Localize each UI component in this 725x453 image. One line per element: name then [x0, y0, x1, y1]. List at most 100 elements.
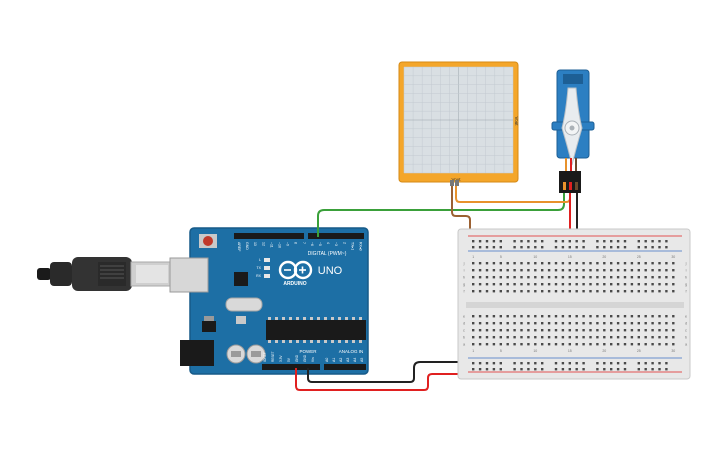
crystal [225, 297, 263, 312]
power-pin-label: GND [303, 354, 307, 362]
digital-header-left [234, 233, 304, 239]
power-pin-label: IOREF [263, 352, 267, 362]
analog-pin-label: A4 [353, 358, 357, 362]
column-number: 20 [602, 349, 606, 353]
row-letter: b [463, 336, 465, 340]
reset-button[interactable] [199, 234, 217, 248]
digital-pin-label: TX▸1 [350, 242, 354, 250]
row-letter: j [463, 262, 465, 266]
atmega-chip [266, 320, 366, 340]
row-letter: e [685, 315, 687, 319]
digital-pin-label: AREF [237, 242, 241, 251]
power-pin-label: 3.3V [279, 355, 283, 362]
board-brand: ARDUINO [283, 281, 306, 287]
row-letter: a [685, 343, 688, 347]
digital-pin-label: ~11 [269, 242, 273, 248]
row-letter: g [463, 283, 465, 287]
usb-chip [234, 272, 248, 286]
sensor-bottom-label: Vout [451, 177, 461, 182]
digital-pin-label: ~5 [318, 242, 322, 246]
row-letter: e [463, 315, 465, 319]
wire-green[interactable] [317, 182, 565, 237]
column-number: 15 [568, 255, 572, 259]
analog-pin-label: A2 [339, 358, 343, 362]
column-number: 15 [568, 349, 572, 353]
digital-pin-label: 2 [342, 242, 346, 244]
digital-pin-label: ~6 [310, 242, 314, 246]
wire-red-5v[interactable] [295, 368, 470, 391]
analog-pin-label: A5 [360, 358, 364, 362]
digital-pin-label: 7 [302, 242, 306, 244]
arduino-logo [278, 260, 313, 280]
column-number: 30 [671, 349, 675, 353]
analog-header [324, 364, 366, 370]
led-label: TX [257, 266, 262, 270]
power-pin-label: 5V [287, 357, 291, 362]
row-letter: a [463, 343, 466, 347]
column-number: 25 [637, 349, 641, 353]
row-letter: f [463, 290, 465, 294]
row-letter: b [685, 336, 687, 340]
digital-pin-label: 12 [261, 242, 265, 246]
capacitors [226, 344, 266, 364]
column-number: 1 [472, 255, 474, 259]
led-label: L [259, 258, 261, 262]
row-letter: c [463, 329, 465, 333]
analog-pin-label: A0 [325, 358, 329, 362]
usb-port [169, 257, 209, 293]
column-number: 1 [472, 349, 474, 353]
led-label: RX [256, 274, 262, 278]
power-pin-label: Vin [311, 357, 315, 362]
row-letter: d [463, 322, 465, 326]
digital-header-right [308, 233, 364, 239]
usb-cable[interactable] [37, 257, 174, 291]
column-number: 10 [533, 349, 537, 353]
row-letter: c [685, 329, 687, 333]
digital-header-label: DIGITAL (PWM~) [308, 251, 347, 257]
column-number: 5 [500, 349, 502, 353]
led-l [264, 258, 270, 262]
column-number: 30 [671, 255, 675, 259]
sensor-panel[interactable]: Vout Vout [398, 61, 519, 186]
digital-pin-label: 8 [294, 242, 298, 244]
capacitor-small [236, 316, 246, 324]
row-letter: i [464, 269, 465, 273]
breadboard-holes [472, 240, 675, 371]
sensor-side-label: Vout [514, 116, 519, 126]
digital-pin-label: ~3 [334, 242, 338, 246]
digital-pin-label: 4 [326, 242, 330, 244]
wire-brown[interactable] [451, 184, 471, 240]
row-letter: j [685, 262, 687, 266]
analog-pin-label: A1 [332, 358, 336, 362]
led-rx [264, 274, 270, 278]
digital-pin-label: RX◂0 [359, 242, 363, 251]
row-letter: h [463, 276, 465, 280]
row-letter: d [685, 322, 687, 326]
digital-pin-label: ~9 [286, 242, 290, 246]
status-leds: L TX RX [256, 258, 270, 278]
wire-orange[interactable] [455, 184, 571, 203]
digital-pin-label: ~10 [278, 242, 282, 248]
servo-motor[interactable] [551, 69, 595, 193]
voltage-regulator [202, 321, 216, 332]
analog-header-label: ANALOG IN [339, 349, 364, 354]
column-number: 5 [500, 255, 502, 259]
row-letter: i [686, 269, 687, 273]
row-letter: f [685, 290, 687, 294]
power-pin-label: GND [295, 354, 299, 362]
column-number: 20 [602, 255, 606, 259]
sensor-grid [403, 66, 514, 174]
board-model: UNO [318, 265, 343, 277]
column-number: 10 [533, 255, 537, 259]
wire-black-gnd[interactable] [307, 361, 470, 383]
row-letter: h [685, 276, 687, 280]
row-letter: g [685, 283, 687, 287]
column-number: 25 [637, 255, 641, 259]
power-header-label: POWER [299, 349, 317, 354]
